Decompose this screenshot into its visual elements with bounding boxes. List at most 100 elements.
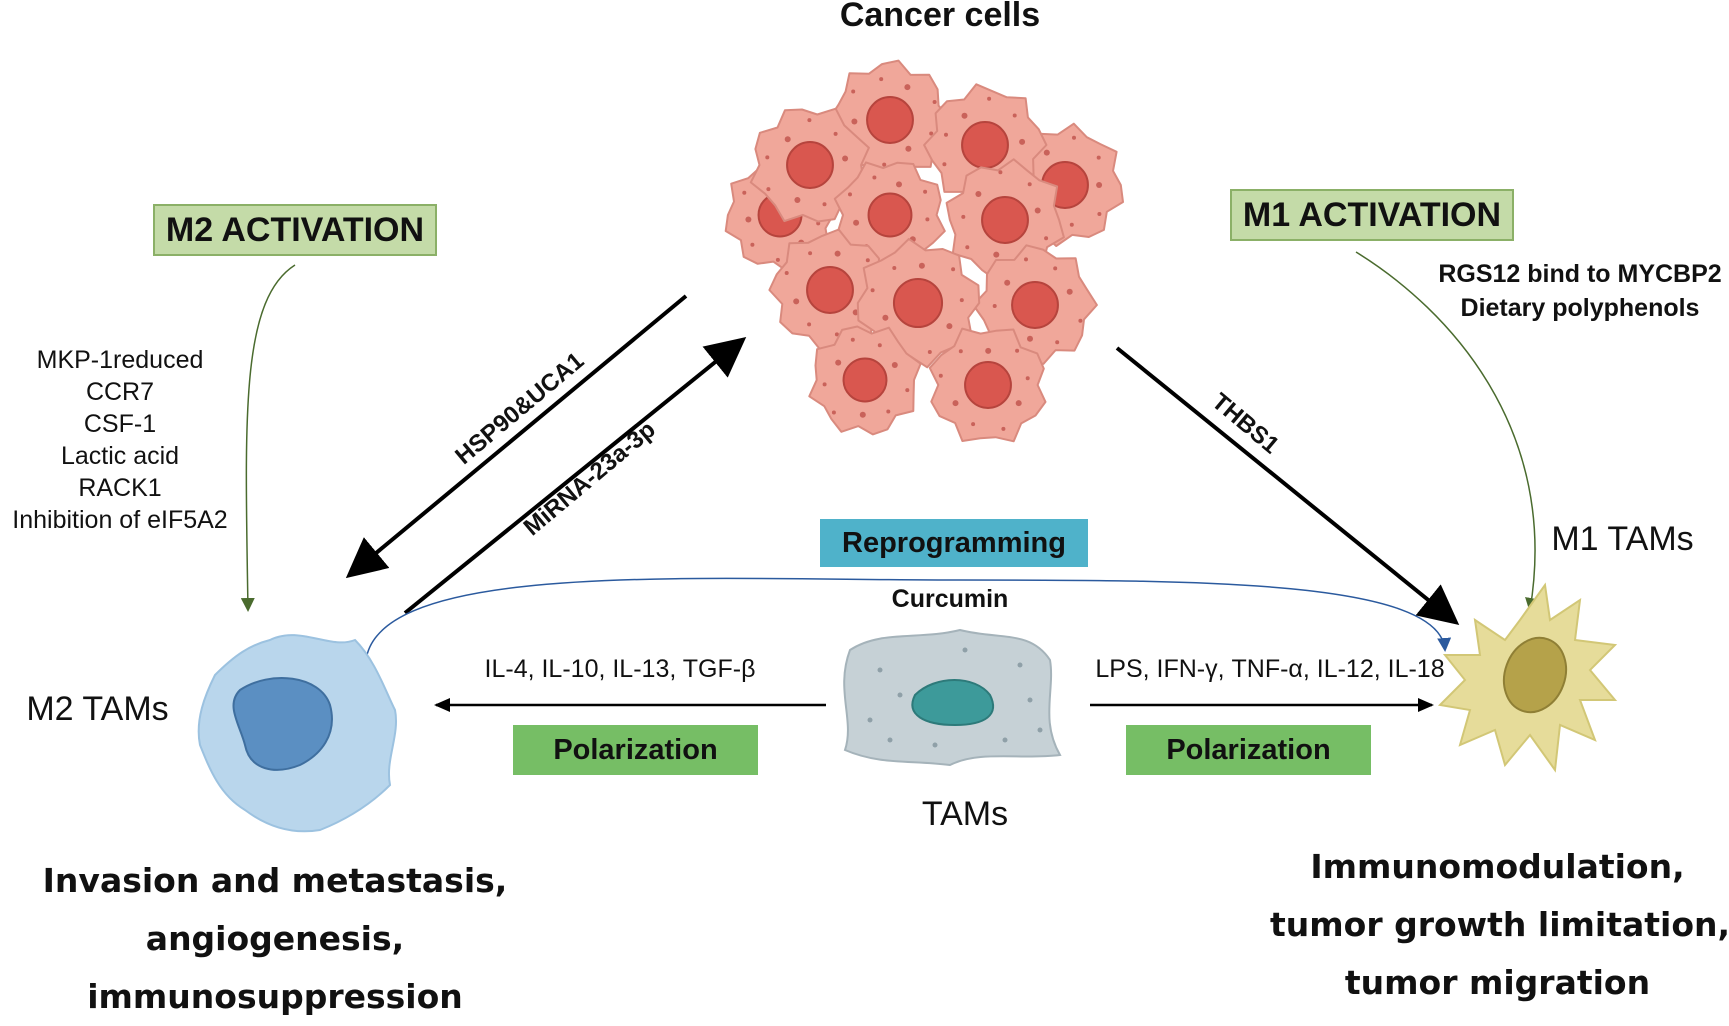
tam-granule — [887, 737, 893, 743]
m2-factor: CCR7 — [85, 378, 155, 406]
cancer-cell-granule — [904, 84, 911, 91]
cancer-cell-granule — [766, 187, 771, 192]
cancer-cell-granule — [750, 242, 755, 247]
cancer-cell-granule — [1025, 376, 1030, 381]
cancer-cell-granule — [1019, 138, 1026, 145]
cancer-cell-granule — [886, 409, 891, 414]
cancer-cell-granule — [896, 181, 902, 188]
m2-factor: RACK1 — [78, 474, 162, 502]
m2-factor: CSF-1 — [83, 410, 157, 438]
cancer-cell-granule — [882, 162, 887, 167]
cancer-cell-granule — [872, 175, 877, 180]
m1-outcome-line: tumor migration — [1344, 963, 1651, 1002]
cancer-cell-granule — [879, 77, 884, 82]
cancer-cell-granule — [1004, 279, 1011, 286]
cancer-cell-granule — [942, 162, 947, 167]
cancer-cell-granule — [1053, 266, 1058, 271]
tam-granule — [897, 692, 903, 698]
m1-stimuli-label: LPS, IFN-γ, TNF-α, IL-12, IL-18 — [1095, 655, 1445, 683]
m2-factor: Inhibition of eIF5A2 — [12, 506, 228, 534]
cancer-cell-granule — [870, 288, 875, 293]
cancer-cell-granule — [905, 145, 912, 152]
cancer-cell-granule — [1043, 149, 1050, 156]
cancer-cell-granule — [1096, 182, 1103, 188]
hsp90-arrow — [345, 294, 688, 579]
m1-activation-box: M1 ACTIVATION — [1230, 189, 1514, 241]
m1-activation-arrow — [1355, 251, 1539, 612]
cancer-cell-granule — [975, 191, 982, 197]
cancer-cell-granule — [842, 155, 849, 162]
cancer-cell-granule — [1072, 135, 1076, 140]
m1-factor: RGS12 bind to MYCBP2 — [1438, 260, 1722, 288]
cancer-cell-nucleus — [866, 96, 914, 144]
cancer-cell-granule — [993, 251, 1000, 258]
cancer-cell-granule — [1034, 207, 1041, 214]
cancer-cell-granule — [959, 298, 964, 303]
m2-stimuli-label: IL-4, IL-10, IL-13, TGF-β — [484, 655, 756, 683]
m1-activation-factors: RGS12 bind to MYCBP2 Dietary polyphenols — [1420, 257, 1729, 325]
cancer-cell-granule — [1027, 182, 1032, 187]
cancer-cell-granule — [877, 343, 882, 348]
cancer-cell-granule — [971, 422, 976, 427]
cancer-cell-granule — [892, 266, 897, 270]
cancer-cell-granule — [865, 258, 870, 263]
cancer-cell-granule — [992, 304, 997, 308]
cancer-cell-granule — [831, 410, 836, 415]
cancer-cell-granule — [923, 189, 928, 194]
polarization-right-box: Polarization — [1126, 725, 1371, 775]
m1-outcome-line: Immunomodulation, — [1310, 847, 1685, 886]
cancer-cell-granule — [834, 332, 839, 337]
cancer-cell-granule — [833, 131, 838, 136]
curcumin-label: Curcumin — [891, 585, 1009, 613]
cancer-cell-granule — [1024, 257, 1028, 262]
cancer-cell-granule — [835, 359, 842, 366]
cancer-cell-nucleus — [867, 192, 913, 238]
cancer-cell-granule — [951, 267, 956, 272]
m1-outcomes: Immunomodulation, tumor growth limitatio… — [1270, 838, 1729, 1012]
cancer-cell-granule — [834, 250, 841, 257]
cancer-cell-granule — [816, 221, 821, 226]
m2-activation-arrow — [240, 264, 296, 612]
cancer-cell-nucleus — [961, 121, 1009, 169]
tam-granule — [867, 717, 873, 723]
cancer-cell-nucleus — [842, 357, 888, 403]
m2-activation-box: M2 ACTIVATION — [153, 204, 437, 256]
reprogramming-box: Reprogramming — [820, 519, 1088, 567]
cancer-cell-granule — [944, 132, 948, 137]
cancer-cell-nucleus — [981, 196, 1029, 244]
cancer-cell-granule — [929, 131, 934, 136]
cancer-cell-granule — [891, 362, 898, 368]
cancer-cell-granule — [905, 388, 910, 393]
cancer-cell-nucleus — [964, 361, 1012, 409]
cancer-cell-granule — [822, 202, 827, 207]
tam-granule — [932, 742, 938, 748]
cancer-cell-granule — [998, 170, 1003, 175]
cancer-cell-granule — [1097, 212, 1102, 216]
polarization-left-box: Polarization — [513, 725, 758, 775]
tam-granule — [1002, 737, 1008, 743]
cancer-cell-nucleus — [892, 277, 944, 329]
tam-granule — [1037, 727, 1043, 733]
cancer-cell-nucleus — [786, 141, 834, 189]
cancer-cell-granule — [808, 251, 813, 256]
cancer-cell-nucleus — [1011, 281, 1059, 329]
m2-tams-label: M2 TAMs — [26, 690, 169, 728]
m1-outcome-line: tumor growth limitation, — [1270, 905, 1729, 944]
cancer-cell-granule — [961, 214, 966, 219]
cancer-cell-granule — [918, 262, 925, 269]
cancer-cell-granule — [853, 219, 860, 226]
cancer-cell-granule — [932, 100, 937, 104]
tam-cell — [843, 628, 1062, 767]
cancer-cell-granule — [793, 298, 800, 305]
cancer-cell-granule — [958, 349, 963, 354]
cancer-cell-granule — [985, 347, 992, 354]
cancer-cell-granule — [859, 411, 866, 418]
m1-tam-cell — [1437, 582, 1618, 773]
cancer-cell-granule — [1027, 335, 1033, 342]
cancer-cell-granule — [850, 337, 855, 342]
m2-factor: MKP-1reduced — [36, 346, 204, 374]
cancer-cell-nucleus — [806, 266, 854, 314]
cancer-cell-granule — [938, 373, 943, 378]
cancer-cell-cluster — [724, 59, 1124, 443]
cancer-cell-granule — [961, 112, 968, 119]
